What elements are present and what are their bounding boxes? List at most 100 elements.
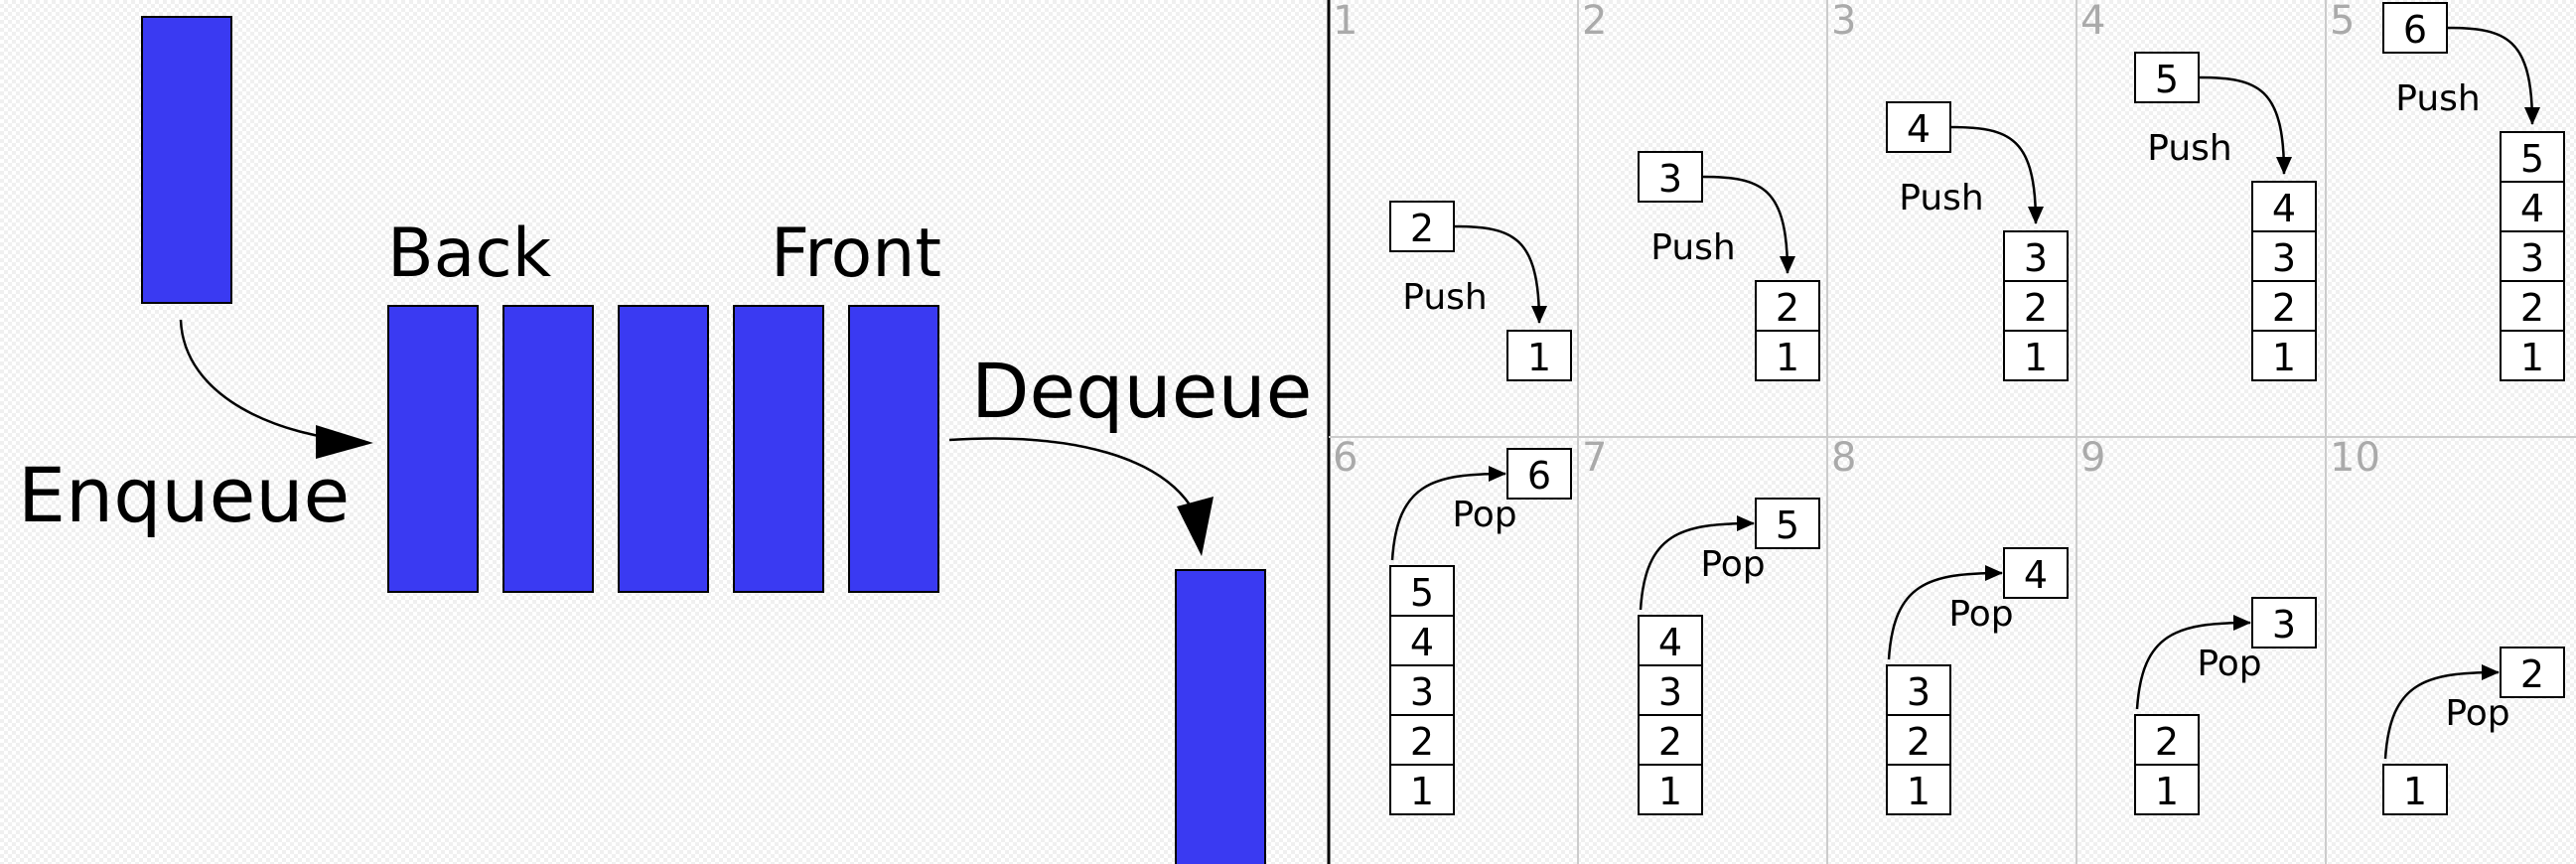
pop-arrow [1887, 565, 2003, 660]
stack-cell [2500, 131, 2565, 183]
stack-cell-value: 3 [1907, 670, 1931, 714]
step-number: 3 [1831, 0, 1856, 44]
push-arrow [2198, 75, 2292, 175]
stack-cell [2500, 330, 2565, 381]
stack-cell-value: 1 [2520, 336, 2544, 379]
push-label: Push [2395, 78, 2480, 119]
enqueue-arrow [179, 319, 366, 444]
stack-cell [1389, 565, 1455, 617]
push-item-value: 6 [2403, 8, 2427, 52]
stack-cell-value: 4 [2520, 187, 2544, 230]
push-arrow [1701, 175, 1795, 274]
step-number: 7 [1582, 435, 1607, 481]
push-item-value: 5 [2155, 58, 2179, 101]
stack-cell-value: 5 [1410, 571, 1434, 615]
popped-item [2251, 597, 2317, 648]
stack-cell-value: 1 [2024, 336, 2048, 379]
pop-arrow [1639, 515, 1755, 611]
push-item-value: 2 [1410, 207, 1434, 250]
stack-cell-value: 2 [2024, 286, 2048, 330]
stack-cell-value: 1 [2272, 336, 2296, 379]
stack-cell-value: 2 [2520, 286, 2544, 330]
stack-cell-value: 3 [1658, 670, 1682, 714]
step-number: 8 [1831, 435, 1856, 481]
stack-cell [2251, 330, 2317, 381]
stack-cell-value: 4 [2272, 187, 2296, 230]
stack-cell [2500, 280, 2565, 332]
stack-cell [1389, 764, 1455, 815]
stack-cell [1506, 330, 1572, 381]
popped-item-value: 2 [2520, 652, 2544, 696]
stack-cell [2003, 230, 2069, 282]
dequeue-arrow [948, 437, 1199, 517]
push-item [1389, 201, 1455, 252]
dequeued-item-bar [1175, 569, 1266, 864]
stack-cell-value: 3 [2520, 236, 2544, 280]
pop-arrow [2383, 664, 2500, 760]
stack-cell [2382, 764, 2448, 815]
enqueue-arrow-head [316, 425, 373, 459]
stack-cell-value: 4 [1410, 621, 1434, 664]
popped-item-value: 3 [2272, 603, 2296, 647]
pop-label: Pop [1700, 544, 1765, 585]
stack-cell-value: 2 [1776, 286, 1799, 330]
push-item-value: 4 [1907, 107, 1931, 151]
stack-cell-value: 3 [1410, 670, 1434, 714]
step-number: 2 [1582, 0, 1607, 44]
queue-item-bar [848, 305, 939, 593]
stack-cell [1638, 664, 1703, 716]
stack-cell [2251, 280, 2317, 332]
stack-cell-value: 4 [1658, 621, 1682, 664]
queue-items [387, 305, 939, 593]
stack-cell-value: 5 [2520, 137, 2544, 181]
popped-item [2003, 547, 2069, 599]
stack-cell-value: 2 [1658, 720, 1682, 764]
push-item [2382, 2, 2448, 54]
queue-item-bar [387, 305, 479, 593]
popped-item [2500, 647, 2565, 698]
stack-cell-value: 1 [2403, 770, 2427, 813]
stack-cell-value: 1 [1527, 336, 1551, 379]
step-number: 6 [1333, 435, 1358, 481]
push-label: Push [1899, 178, 1983, 218]
stack-steps-grid: 112Push2123Push31234Push412345Push512345… [1329, 0, 2576, 864]
stack-cell [1755, 330, 1820, 381]
stack-cell-value: 2 [1410, 720, 1434, 764]
step-number: 10 [2330, 435, 2380, 481]
stack-cell [2500, 181, 2565, 232]
pop-arrow [2135, 615, 2251, 710]
step-number: 9 [2080, 435, 2105, 481]
stack-cell [2134, 714, 2200, 766]
step-number: 4 [2080, 0, 2105, 44]
popped-item-value: 6 [1527, 454, 1551, 498]
stack-cell [1886, 664, 1951, 716]
stack-cell-value: 1 [1907, 770, 1931, 813]
stack-cell-value: 1 [2155, 770, 2179, 813]
stack-cell-value: 2 [1907, 720, 1931, 764]
front-label: Front [771, 215, 941, 293]
pop-arrow [1390, 466, 1506, 561]
push-item-value: 3 [1658, 157, 1682, 201]
stack-cell [2251, 230, 2317, 282]
stack-cell [2003, 330, 2069, 381]
queue-item-bar [502, 305, 594, 593]
push-arrow [1453, 224, 1547, 324]
pop-label: Pop [2197, 644, 2261, 684]
popped-item-value: 4 [2024, 553, 2048, 597]
stack-cell-value: 3 [2272, 236, 2296, 280]
dequeue-arrow-head [1177, 497, 1214, 556]
stack-cell-value: 3 [2024, 236, 2048, 280]
stack-cell [1755, 280, 1820, 332]
pop-label: Pop [2445, 693, 2509, 734]
incoming-item-bar [141, 16, 232, 304]
back-label: Back [387, 215, 552, 293]
step-number: 1 [1333, 0, 1358, 44]
enqueue-label: Enqueue [18, 451, 350, 539]
push-label: Push [2147, 128, 2231, 169]
